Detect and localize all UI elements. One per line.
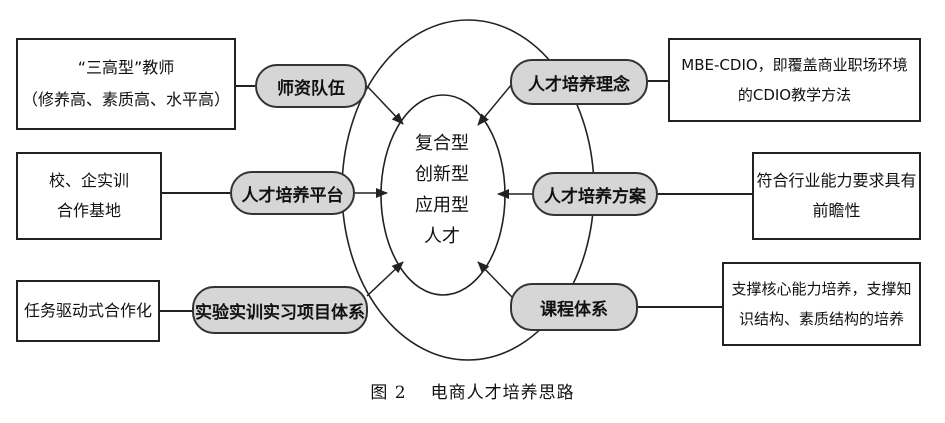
pill-projects: 实验实训实习项目体系 (192, 286, 368, 334)
arrow-concept (477, 83, 513, 126)
plan-box-line-1: 符合行业能力要求具有 (756, 171, 917, 190)
pill-curriculum: 课程体系 (510, 283, 638, 331)
platform-box: 校、企实训 合作基地 (16, 152, 162, 240)
pill-concept-label: 人才培养理念 (528, 74, 630, 95)
figure-number: 图 2 (370, 383, 407, 403)
concept-box: MBE-CDIO，即覆盖商业职场环境 的CDIO教学方法 (668, 38, 921, 122)
pill-teachers-label: 师资队伍 (277, 78, 345, 99)
teachers-box-line-2: （修养高、素质高、水平高） (21, 90, 230, 109)
plan-box: 符合行业能力要求具有 前瞻性 (752, 152, 921, 240)
curriculum-box: 支撑核心能力培养，支撑知 识结构、素质结构的培养 (722, 262, 921, 346)
pill-platform: 人才培养平台 (230, 171, 355, 215)
teachers-box: “三高型”教师 （修养高、素质高、水平高） (16, 38, 236, 130)
projects-box-line-1: 任务驱动式合作化 (23, 301, 152, 320)
pill-projects-label: 实验实训实习项目体系 (195, 302, 365, 323)
plan-box-line-2: 前瞻性 (812, 201, 861, 220)
core-talent-label: 复合型 创新型 应用型 人才 (407, 128, 477, 252)
arrow-teachers (366, 85, 404, 125)
curriculum-box-line-1: 支撑核心能力培养，支撑知 (731, 280, 912, 298)
pill-teachers: 师资队伍 (255, 64, 367, 108)
platform-box-line-1: 校、企实训 (48, 171, 129, 190)
platform-box-line-2: 合作基地 (56, 201, 121, 220)
figure-title: 电商人才培养思路 (430, 383, 575, 403)
pill-concept: 人才培养理念 (510, 59, 648, 105)
pill-plan: 人才培养方案 (532, 172, 658, 216)
center-line-2: 创新型 (415, 164, 469, 185)
figure-caption: 图 2 电商人才培养思路 (0, 378, 945, 403)
center-line-3: 应用型 (415, 195, 469, 216)
concept-box-line-2: 的CDIO教学方法 (737, 86, 852, 104)
pill-platform-label: 人才培养平台 (241, 185, 344, 206)
curriculum-box-line-2: 识结构、素质结构的培养 (738, 310, 904, 328)
center-line-4: 人才 (424, 226, 460, 247)
pill-curriculum-label: 课程体系 (540, 299, 608, 320)
center-line-1: 复合型 (415, 133, 469, 154)
teachers-box-line-1: “三高型”教师 (77, 58, 175, 77)
pill-plan-label: 人才培养方案 (544, 186, 646, 207)
concept-box-line-1: MBE-CDIO，即覆盖商业职场环境 (681, 56, 908, 74)
arrow-projects (366, 261, 404, 297)
projects-box: 任务驱动式合作化 (16, 280, 160, 342)
arrow-curriculum (477, 261, 513, 298)
